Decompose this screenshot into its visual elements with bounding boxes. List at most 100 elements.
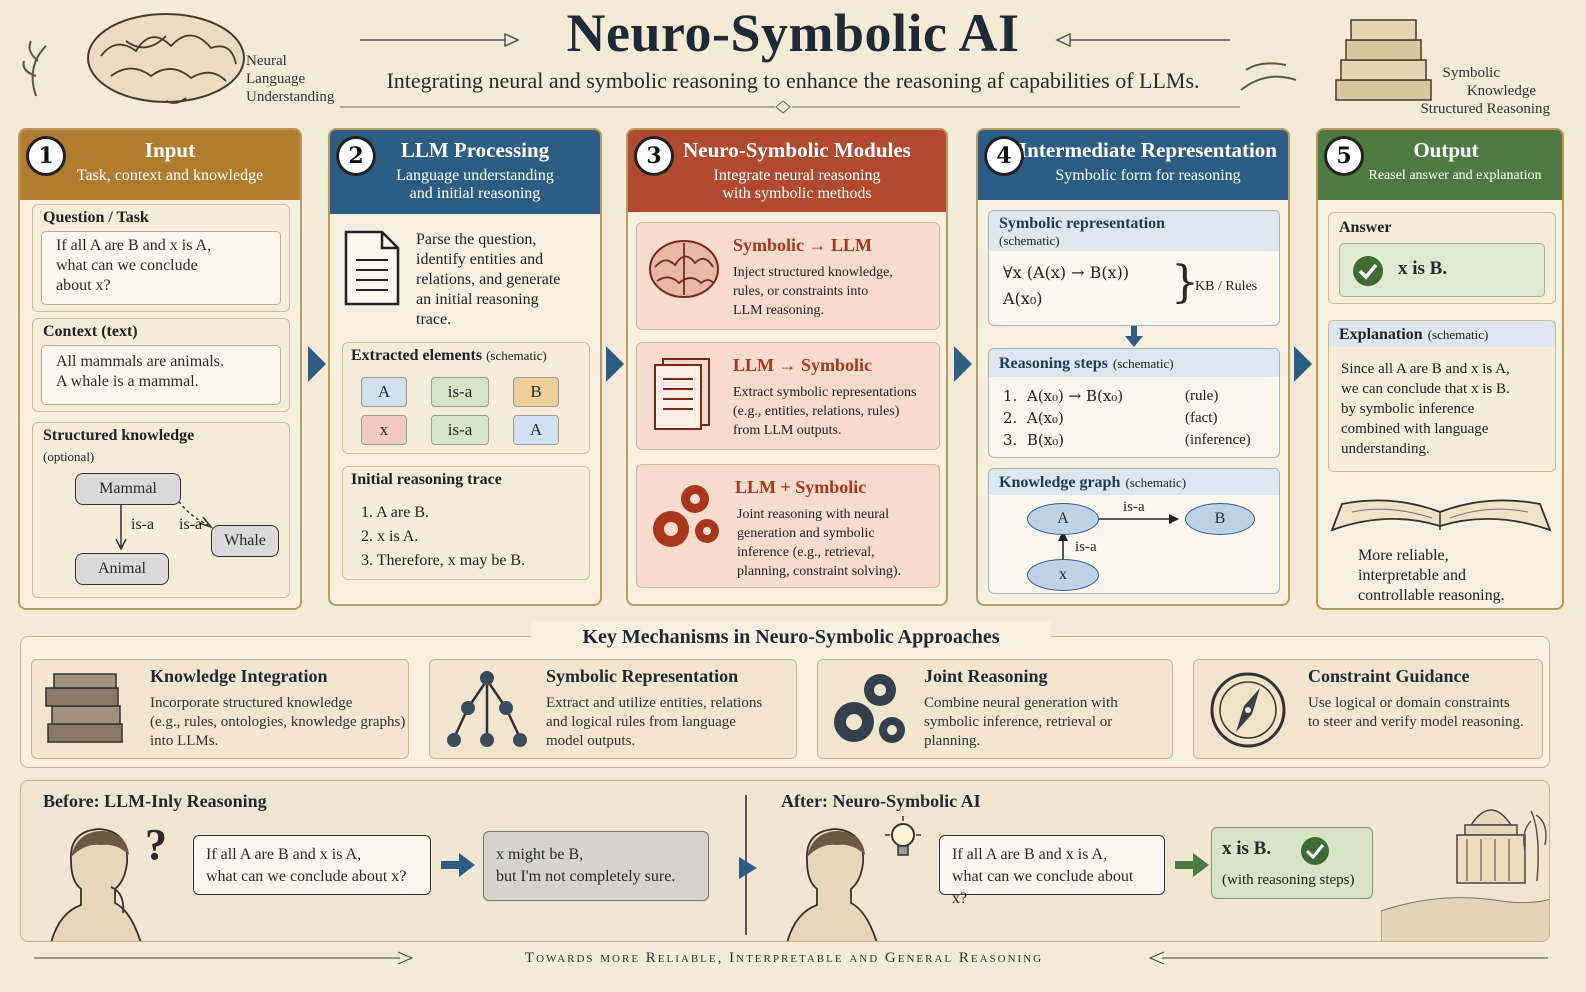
trace-title: Initial reasoning trace (351, 471, 502, 488)
mechanism-card: Joint Reasoning Combine neural generatio… (817, 659, 1173, 759)
extracted-card: Extracted elements (schematic) A is-a B … (342, 342, 590, 454)
brain-icon (649, 240, 719, 298)
title-ornament-right (1055, 32, 1230, 48)
step-number: 1 (26, 136, 66, 176)
after-answer-text: x is B. (1222, 838, 1272, 859)
right-corner-label: Symbolic Knowledge Structured Reasoning (1420, 65, 1550, 117)
brace-icon: } (1171, 257, 1199, 308)
step-number: 3 (634, 136, 674, 176)
open-book-icon (1330, 499, 1552, 532)
output-subtitle: Reasel answer and explanation (1368, 168, 1542, 183)
flow-arrow (308, 346, 326, 382)
step-number: 4 (984, 136, 1024, 176)
arrow-right-icon (1175, 853, 1209, 877)
graph-node-whale: Whale (211, 525, 279, 557)
symbolic-sub: (schematic) (999, 233, 1060, 248)
trace-list: 1. A are B.2. x is A.3. Therefore, x may… (361, 504, 526, 569)
before-title: Before: LLM-Inly Reasoning (43, 791, 267, 811)
question-title: Question / Task (43, 209, 149, 226)
modules-header: 3 Neuro-Symbolic Modules Integrate neura… (628, 130, 946, 212)
intermediate-header: 4 Intermediate Representation Symbolic f… (978, 130, 1288, 200)
subtitle-divider (340, 100, 1240, 114)
arrow-right-icon (441, 853, 475, 877)
input-title: Input (144, 138, 196, 162)
steps-card: Reasoning steps (schematic) 1. A(x₀) → B… (988, 348, 1280, 458)
flow-arrow (1294, 346, 1312, 382)
module-title: LLM → Symbolic (733, 355, 873, 375)
mechanism-card: Constraint Guidance Use logical or domai… (1193, 659, 1543, 759)
thinking-person-icon (50, 828, 142, 941)
extracted-tag: is-a (431, 415, 489, 445)
answer-card: Answer x is B. (1328, 212, 1556, 304)
module-body: Inject structured knowledge,rules, or co… (733, 265, 893, 318)
footer-line-left (34, 951, 414, 965)
mechanism-title: Symbolic Representation (546, 666, 739, 686)
gears-icon (653, 485, 719, 547)
answer-text: x is B. (1398, 258, 1448, 279)
mechanism-card: Symbolic Representation Extract and util… (429, 659, 797, 759)
llm-description: Parse the question,identify entities and… (416, 231, 561, 328)
check-icon (1301, 837, 1329, 865)
extracted-tag: A (513, 415, 559, 445)
steps-list: 1. A(x₀) → B(x₀) 2. A(x₀) 3. B(x₀) (1003, 387, 1124, 449)
kg-title: Knowledge graph (999, 474, 1121, 491)
llm-title: LLM Processing (400, 138, 550, 162)
module-body: Extract symbolic representations(e.g., e… (733, 385, 917, 438)
after-question-bubble: If all A are B and x is A,what can we co… (939, 835, 1165, 907)
intermediate-column: 4 Intermediate Representation Symbolic f… (976, 128, 1290, 606)
graph-edge-label: is-a (131, 516, 155, 533)
answer-title: Answer (1339, 219, 1392, 236)
graph-node-animal: Animal (75, 553, 169, 585)
mechanisms-title: Key Mechanisms in Neuro-Symbolic Approac… (582, 626, 1000, 648)
question-card: Question / Task If all A are B and x is … (32, 204, 290, 312)
kg-card: Knowledge graph (schematic) A B x is-a i… (988, 468, 1280, 594)
input-subtitle: Task, context and knowledge (76, 167, 264, 184)
symbolic-card: Symbolic representation (schematic) ∀x (… (988, 210, 1280, 326)
output-title: Output (1413, 138, 1479, 162)
page-title: Neuro-Symbolic AI (566, 3, 1020, 63)
flow-arrow (954, 346, 972, 382)
intermediate-subtitle: Symbolic form for reasoning (1055, 167, 1241, 184)
document-icon (654, 358, 710, 430)
trace-card: Initial reasoning trace 1. A are B.2. x … (342, 466, 590, 580)
brain-illustration-icon (22, 13, 245, 104)
step-number: 5 (1324, 136, 1364, 176)
lightbulb-icon (885, 816, 921, 856)
person-profile-icon (786, 828, 878, 941)
kg-node-a: A (1027, 503, 1099, 535)
symbolic-title: Symbolic representation (999, 215, 1166, 232)
modules-column: 3 Neuro-Symbolic Modules Integrate neura… (626, 128, 948, 606)
temple-illustration-icon (1381, 809, 1549, 941)
kg-node-b: B (1185, 503, 1255, 535)
footer-text: Towards more Reliable, Interpretable and… (524, 950, 1044, 966)
kg-sub: (schematic) (1125, 475, 1187, 490)
gears-icon (834, 674, 905, 743)
formula: ∀x (A(x) → B(x)) (1003, 263, 1130, 282)
explanation-sub: (schematic) (1427, 327, 1489, 342)
knowledge-sub: (optional) (43, 449, 95, 464)
footer-line-right (1148, 951, 1548, 965)
module-card: Symbolic → LLM Inject structured knowled… (636, 222, 940, 330)
compass-icon (1210, 672, 1286, 748)
document-icon (344, 230, 400, 306)
context-card: Context (text) All mammals are animals.A… (32, 318, 290, 412)
question-text: If all A are B and x is A,what can we co… (41, 231, 281, 305)
module-card: LLM + Symbolic Joint reasoning with neur… (636, 464, 940, 588)
graph-edge-label: is-a (179, 516, 203, 533)
mechanism-title: Joint Reasoning (924, 666, 1048, 686)
mechanism-title: Knowledge Integration (150, 666, 328, 686)
extracted-title: Extracted elements (schematic) (351, 347, 547, 364)
step-number: 2 (336, 136, 376, 176)
before-question-bubble: If all A are B and x is A,what can we co… (193, 835, 431, 895)
knowledge-card: Structured knowledge (optional) Mammal A… (32, 422, 290, 598)
title-ornament-left (360, 32, 520, 48)
graph-node-mammal: Mammal (75, 473, 181, 505)
after-answer-box: x is B. (with reasoning steps) (1211, 827, 1373, 899)
explanation-text: Since all A are B and x is A,we can conc… (1341, 361, 1510, 457)
intermediate-title: Intermediate Representation (1019, 138, 1277, 162)
